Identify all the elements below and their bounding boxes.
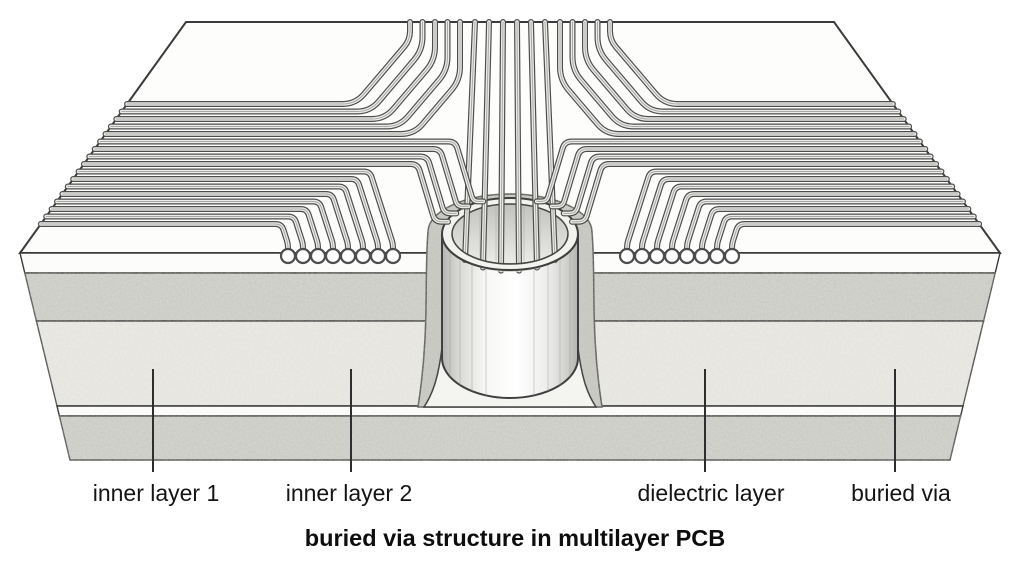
trace-pad bbox=[354, 247, 372, 265]
trace-pad bbox=[618, 247, 636, 265]
trace bbox=[105, 21, 461, 135]
trace-pad bbox=[294, 247, 312, 265]
trace-pad bbox=[663, 247, 681, 265]
trace bbox=[671, 193, 959, 252]
trace bbox=[51, 208, 319, 252]
trace bbox=[99, 141, 484, 202]
trace bbox=[626, 171, 942, 252]
trace bbox=[701, 208, 969, 252]
trace bbox=[641, 178, 948, 252]
via-hole-front-edge bbox=[451, 233, 569, 265]
trace bbox=[571, 163, 937, 223]
trace-pad bbox=[633, 247, 651, 265]
trace bbox=[500, 21, 504, 272]
trace bbox=[530, 21, 538, 269]
trace bbox=[559, 21, 915, 135]
trace-pad bbox=[693, 247, 711, 265]
via-rim-front-edge bbox=[441, 233, 579, 271]
trace-pad bbox=[648, 247, 666, 265]
trace bbox=[609, 21, 894, 105]
trace-pad bbox=[309, 247, 327, 265]
trace bbox=[584, 21, 905, 120]
label-inner-layer-2: inner layer 2 bbox=[286, 480, 413, 506]
label-buried-via: buried via bbox=[851, 480, 951, 506]
trace bbox=[72, 178, 379, 252]
trace bbox=[126, 21, 411, 105]
trace-pads bbox=[279, 247, 741, 265]
trace bbox=[464, 21, 476, 261]
figure-caption: buried via structure in multilayer PCB bbox=[305, 525, 726, 551]
trace bbox=[563, 156, 932, 214]
trace-pad bbox=[723, 247, 741, 265]
label-inner-layer-1: inner layer 1 bbox=[93, 480, 220, 506]
trace bbox=[551, 148, 926, 207]
trace-pad bbox=[384, 247, 402, 265]
trace bbox=[94, 148, 469, 207]
trace-pad bbox=[369, 247, 387, 265]
trace bbox=[88, 156, 457, 214]
trace bbox=[115, 21, 436, 120]
trace bbox=[61, 193, 349, 252]
trace bbox=[731, 223, 980, 252]
trace bbox=[597, 21, 899, 112]
trace-pad bbox=[324, 247, 342, 265]
trace bbox=[516, 21, 520, 272]
leader-lines bbox=[152, 369, 896, 472]
trace bbox=[83, 163, 449, 223]
trace-pad bbox=[279, 247, 297, 265]
traces-into-via bbox=[461, 19, 559, 274]
trace bbox=[656, 186, 953, 252]
trace bbox=[686, 201, 964, 252]
trace bbox=[572, 21, 910, 127]
trace-pad bbox=[708, 247, 726, 265]
trace bbox=[56, 201, 334, 252]
label-dielectric-layer: dielectric layer bbox=[638, 480, 785, 506]
trace-pad bbox=[339, 247, 357, 265]
trace bbox=[536, 141, 921, 202]
trace bbox=[45, 216, 304, 252]
trace bbox=[40, 223, 289, 252]
surface-traces bbox=[37, 19, 983, 254]
trace bbox=[482, 21, 490, 269]
via-rim-front bbox=[442, 234, 578, 270]
trace bbox=[67, 186, 364, 252]
trace-pad bbox=[678, 247, 696, 265]
trace bbox=[110, 21, 448, 127]
trace bbox=[78, 171, 394, 252]
layer-dielectric-lower bbox=[58, 415, 962, 461]
trace bbox=[716, 216, 975, 252]
trace bbox=[121, 21, 423, 112]
trace bbox=[544, 21, 556, 261]
